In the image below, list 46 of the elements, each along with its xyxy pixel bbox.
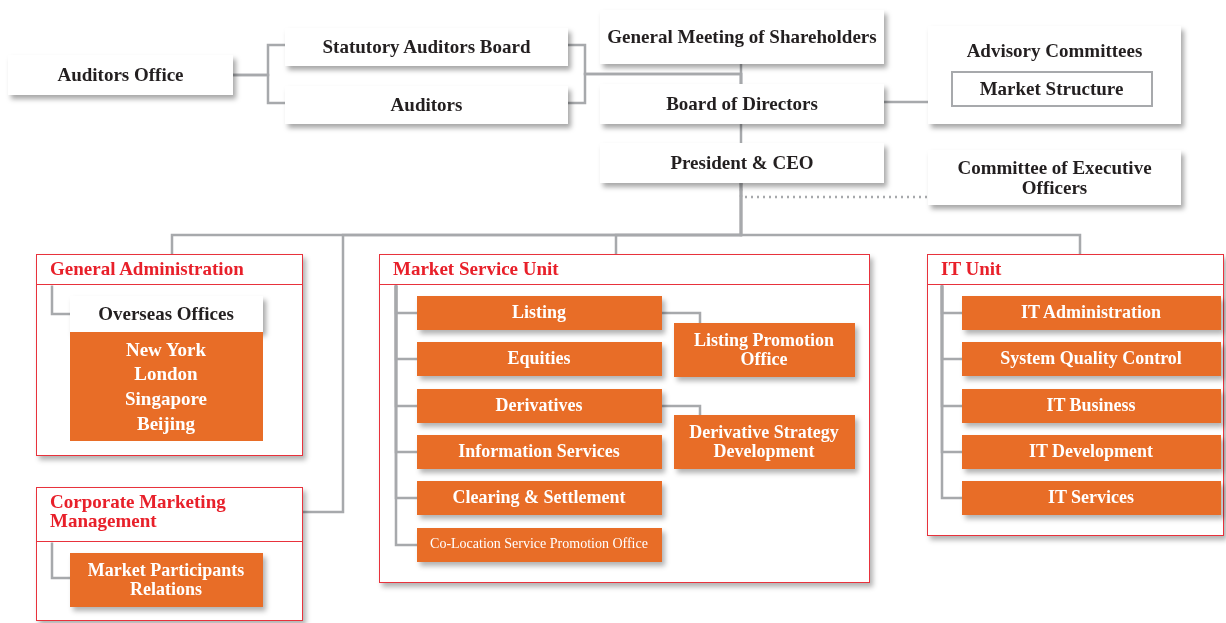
department-box: Listing	[416, 295, 662, 330]
connector-line	[233, 73, 285, 105]
connector-line	[568, 72, 743, 105]
department-box: Information Services	[416, 434, 662, 469]
position-box: Statutory Auditors Board	[285, 28, 568, 66]
unit-panel	[927, 254, 1224, 536]
connector-line	[394, 285, 417, 547]
position-box: Board of Directors	[600, 84, 884, 124]
unit-heading: Market Service Unit	[380, 255, 869, 285]
connector-line	[884, 100, 928, 104]
connector-line	[739, 124, 743, 143]
position-box: President & CEO	[600, 143, 884, 183]
department-box: IT Business	[961, 388, 1221, 423]
connector-line	[739, 64, 743, 84]
unit-heading: IT Unit	[928, 255, 1223, 285]
department-box: Market Participants Relations	[69, 552, 263, 607]
department-box: System Quality Control	[961, 341, 1221, 376]
department-box: Listing Promotion Office	[673, 322, 855, 377]
connector-line	[940, 285, 962, 500]
office-list-box: New York London Singapore Beijing	[69, 331, 263, 441]
department-box: Clearing & Settlement	[416, 480, 662, 515]
department-box: Derivative Strategy Development	[673, 414, 855, 469]
position-box: General Meeting of Shareholders	[600, 10, 884, 64]
office-heading-box: Overseas Offices	[69, 295, 263, 332]
committee-panel	[928, 26, 1181, 124]
committee-box: Market Structure	[950, 70, 1153, 107]
department-box: Equities	[416, 341, 662, 376]
unit-panel	[36, 487, 303, 621]
position-box: Auditors Office	[8, 55, 233, 95]
connector-line	[50, 285, 70, 316]
connector-line	[662, 404, 702, 415]
department-box: Co-Location Service Promotion Office	[416, 527, 662, 562]
connector-line	[662, 311, 702, 323]
department-box: IT Development	[961, 434, 1221, 469]
position-box: Committee of Executive Officers	[928, 150, 1181, 205]
connector-line	[739, 183, 1082, 254]
unit-panel	[36, 254, 303, 456]
panel-title: Advisory Committees	[965, 40, 1144, 62]
position-box: Auditors	[285, 86, 568, 124]
unit-heading: General Administration	[37, 255, 302, 285]
department-box: IT Services	[961, 480, 1221, 515]
department-box: IT Administration	[961, 295, 1221, 330]
unit-heading: Corporate Marketing Management	[37, 488, 302, 542]
connector-line	[50, 542, 70, 580]
department-box: Derivatives	[416, 388, 662, 423]
unit-panel	[379, 254, 870, 583]
